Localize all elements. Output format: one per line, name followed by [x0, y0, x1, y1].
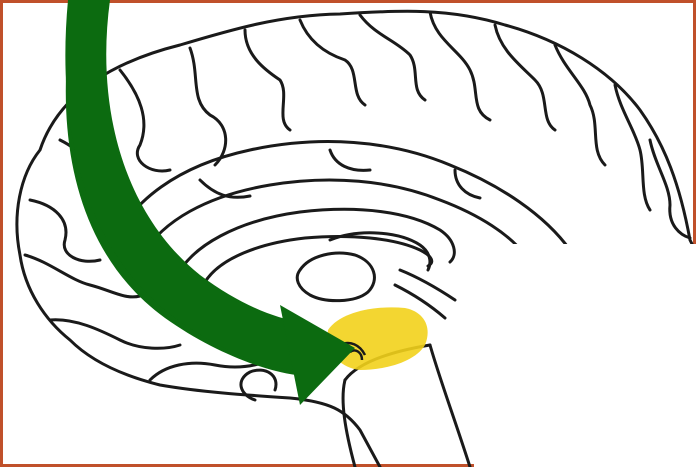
cingulate-fold-2	[330, 150, 370, 170]
sulcus-4	[300, 20, 365, 105]
sulcus-1	[120, 70, 170, 171]
sulcus-5	[360, 15, 425, 100]
sulcus-10	[650, 140, 690, 238]
sulcus-3	[245, 30, 290, 130]
sulcus-8	[555, 45, 605, 165]
corpus-callosum-inner	[205, 237, 432, 283]
sulcus-2	[190, 48, 226, 165]
sulcus-14	[50, 320, 180, 349]
thalamus-outline	[297, 253, 374, 301]
pineal-lines	[400, 270, 455, 300]
sulcus-6	[430, 12, 490, 120]
brainstem-back	[430, 345, 470, 467]
blank-overlay	[474, 244, 696, 467]
cingulate-fold-1	[200, 180, 250, 197]
sulcus-9	[615, 85, 650, 210]
cingulate-fold-3	[455, 170, 480, 198]
